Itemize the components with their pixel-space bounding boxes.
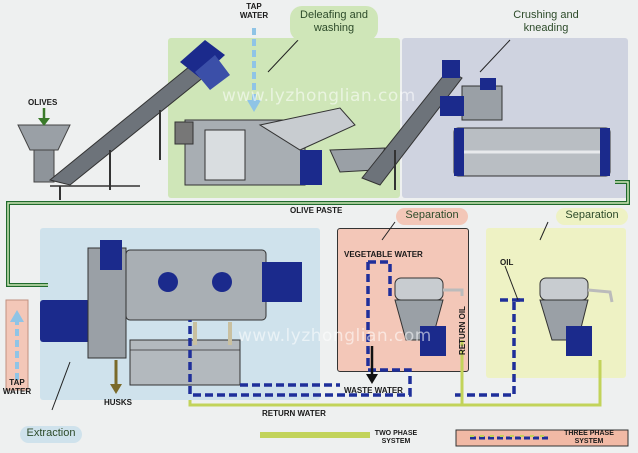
waste-water-label: WASTE WATER: [344, 386, 403, 395]
olives-label: OLIVES: [28, 98, 58, 107]
stage-title-extraction-text: Extraction: [26, 427, 76, 439]
husks-label: HUSKS: [104, 398, 133, 407]
three-phase-line: [368, 260, 392, 300]
return-oil-label: RETURN OIL: [457, 306, 467, 355]
oil-label: OIL: [500, 258, 514, 267]
olive-hopper: [17, 124, 71, 183]
watermark-bottom: www.lyzhonglian.com: [238, 326, 432, 346]
stage-title-deleafing: Deleafing and washing: [290, 6, 378, 41]
separator-three-phase: [394, 277, 464, 356]
stage-title-deleafing-text: Deleafing and washing: [300, 9, 368, 34]
tap-water-top-label-line1: TAP: [246, 2, 262, 11]
stage-title-separation-three-text: Separation: [405, 209, 459, 221]
legend-three-phase-label: THREE PHASE SYSTEM: [556, 430, 622, 446]
kneader: [453, 127, 611, 177]
olive-paste-label: OLIVE PASTE: [290, 206, 343, 215]
stage-title-separation-two-text: Separation: [565, 209, 619, 221]
two-phase-line: [188, 356, 464, 407]
legend-three-phase-label-line1: THREE PHASE: [564, 430, 614, 437]
tap-water-top-label: TAP WATER: [238, 2, 270, 20]
zone-separation-three: [337, 228, 469, 372]
inclined-conveyor-2: [361, 60, 463, 190]
vegetable-water-label: VEGETABLE WATER: [344, 250, 423, 259]
separator-two-phase: [539, 277, 614, 356]
legend-two-phase-label: TWO PHASE SYSTEM: [374, 430, 418, 445]
return-water-label: RETURN WATER: [262, 409, 326, 418]
legend-three-phase-label-line2: SYSTEM: [574, 438, 604, 445]
watermark-top: www.lyzhonglian.com: [222, 86, 416, 106]
decanter: [40, 240, 302, 359]
stage-title-extraction: Extraction: [20, 426, 82, 443]
tap-water-left-label-line1: TAP: [9, 378, 25, 387]
stage-title-crushing-text: Crushing and kneading: [513, 9, 579, 34]
legend-two-phase-swatch: [260, 432, 370, 438]
tap-water-left-label-line2: WATER: [2, 387, 32, 396]
leaf-blower: [180, 40, 230, 90]
water-tank: [129, 339, 241, 386]
tap-water-left-label: TAP WATER: [2, 378, 32, 396]
stage-title-separation-two: Separation: [556, 208, 628, 225]
crusher: [440, 78, 503, 121]
tap-water-top-label-line2: WATER: [239, 11, 269, 20]
stage-title-separation-three: Separation: [396, 208, 468, 225]
washing-machine: [174, 107, 386, 186]
stage-title-crushing: Crushing and kneading: [506, 6, 586, 41]
